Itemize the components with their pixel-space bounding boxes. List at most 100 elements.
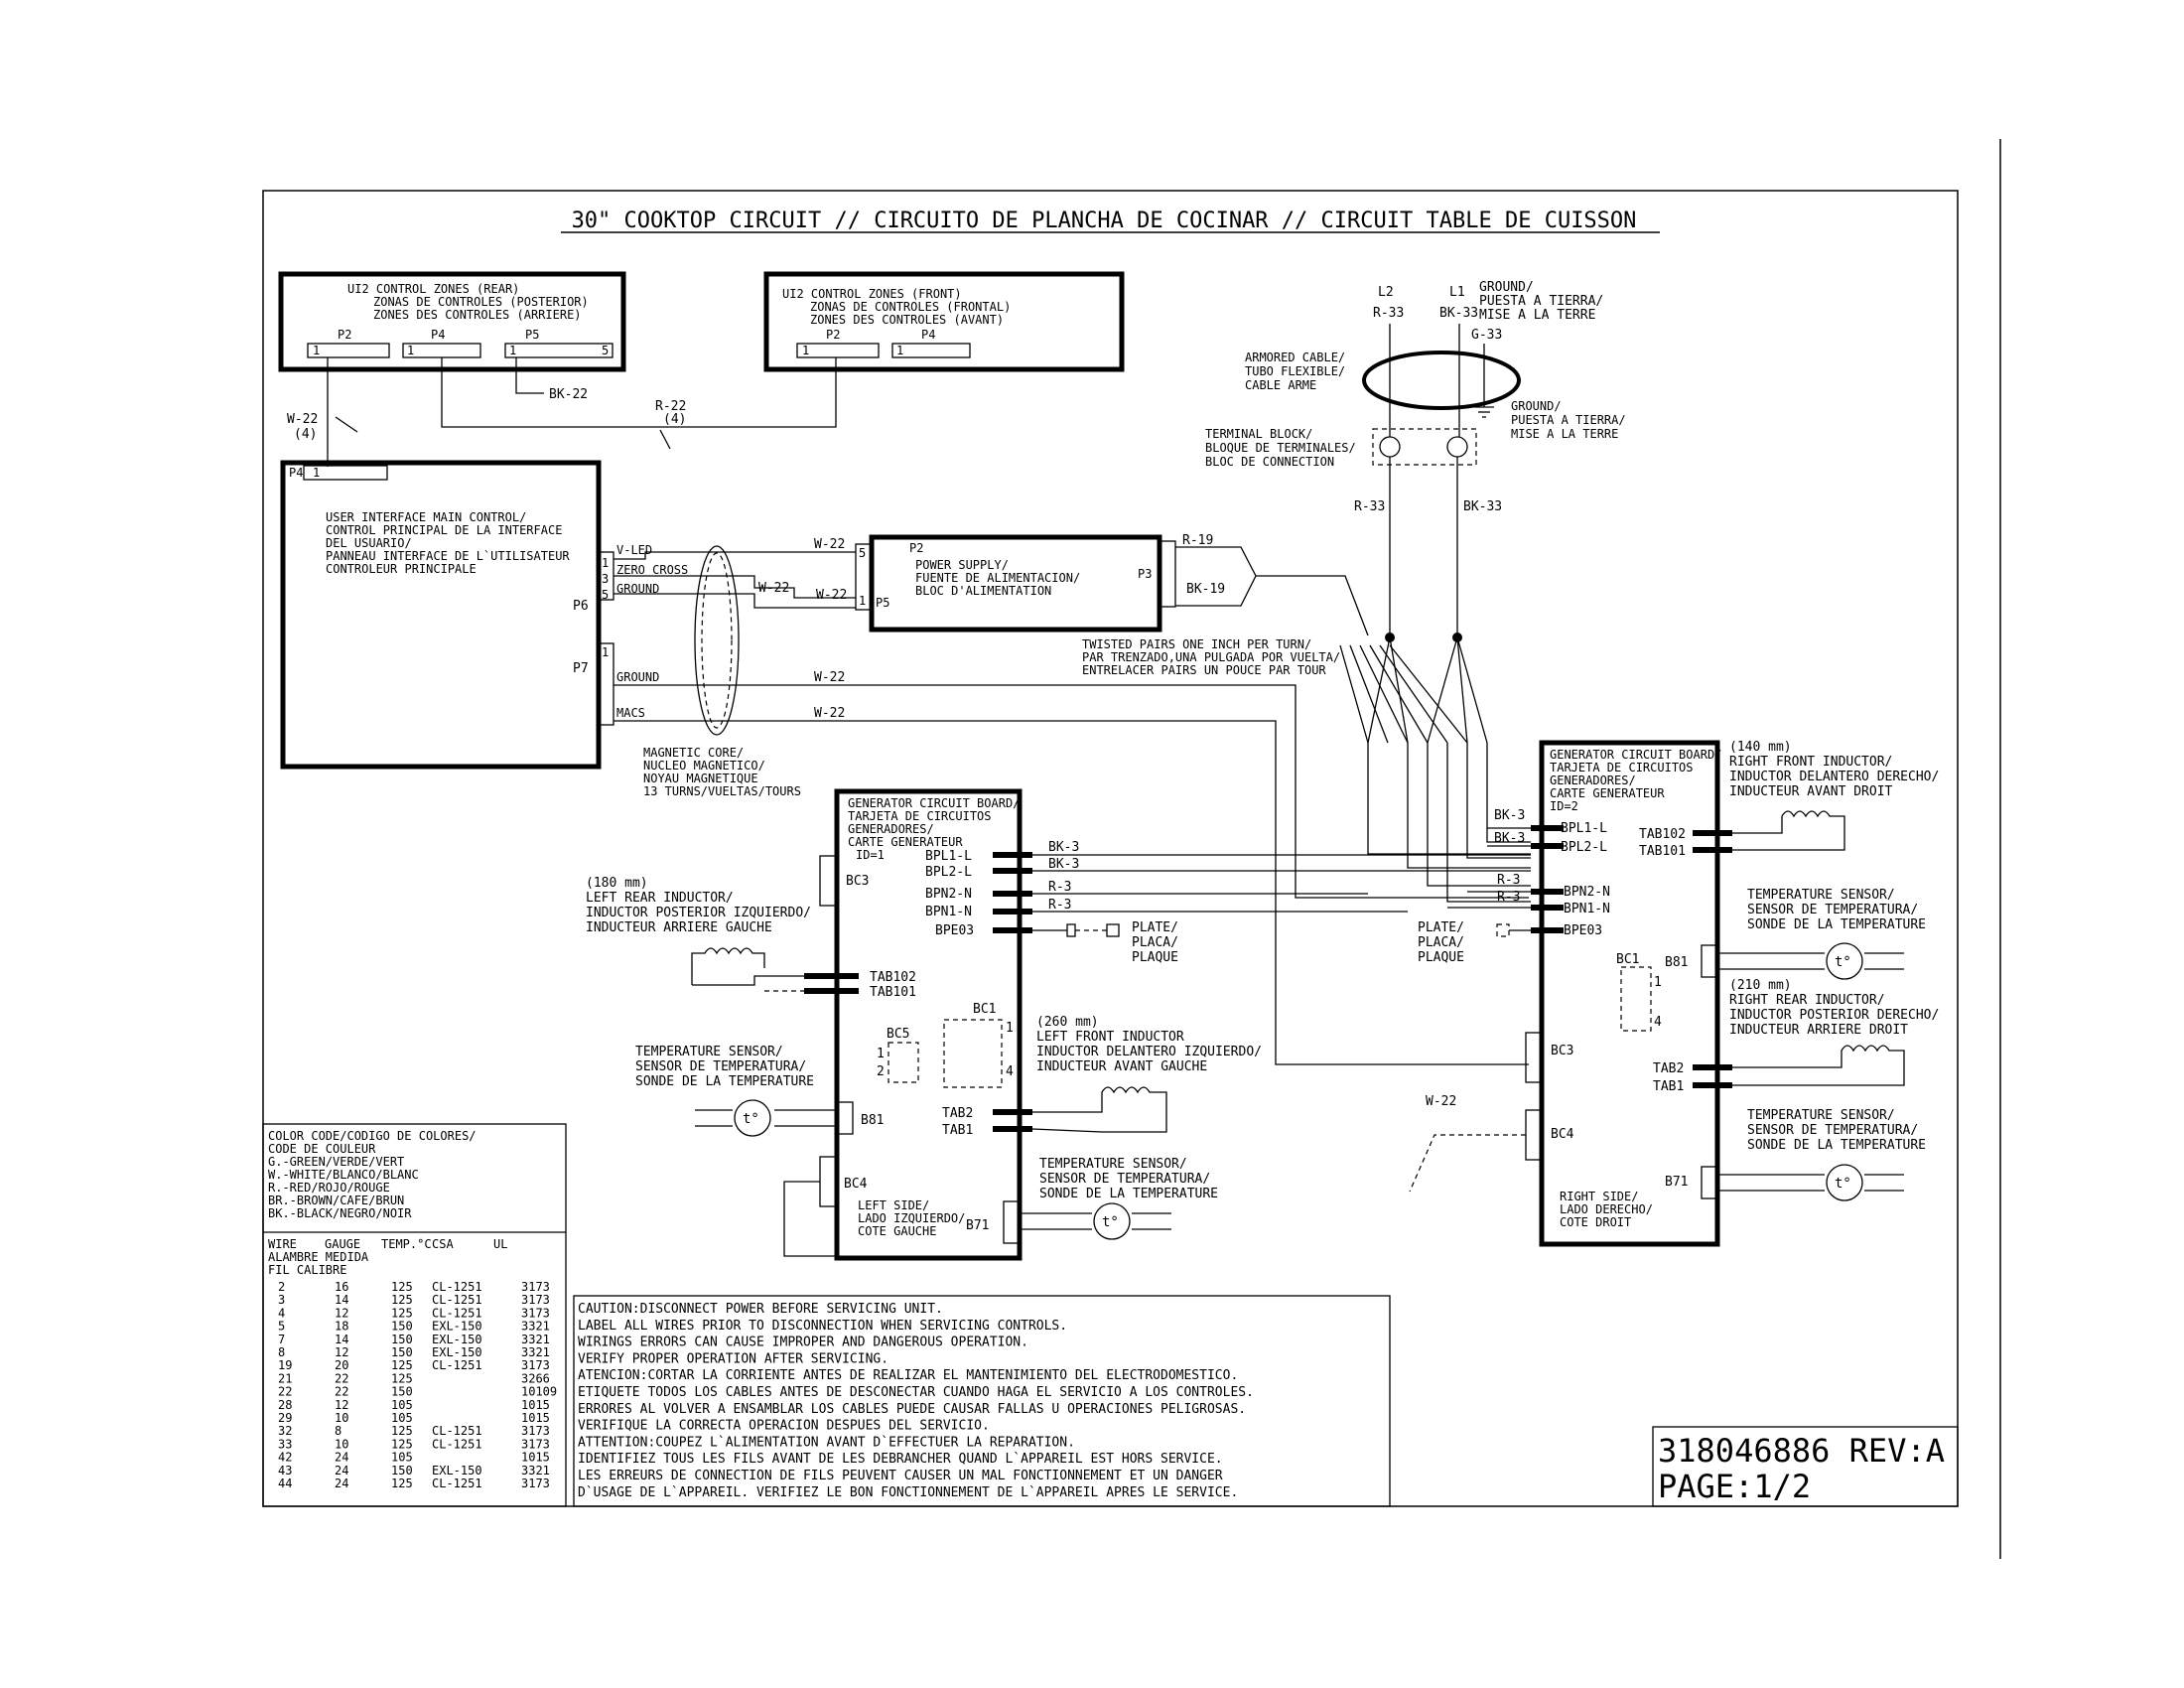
wire-table-cell: 7 xyxy=(278,1333,285,1346)
lb-bc1-connector xyxy=(943,1019,1003,1088)
wire-table-cell: 22 xyxy=(335,1385,348,1399)
wire-table-cell: 3321 xyxy=(521,1345,550,1359)
wire-table-cell: 16 xyxy=(335,1280,348,1294)
armored-line-2: TUBO FLEXIBLE/ xyxy=(1245,364,1345,378)
ui-front-p2: P2 xyxy=(826,328,840,342)
rts1-line-1: TEMPERATURE SENSOR/ xyxy=(1747,888,1895,903)
wire-table-cell: CL-1251 xyxy=(432,1280,482,1294)
r33-mid: R-33 xyxy=(1354,499,1385,514)
ui-rear-p5-pin-1: 1 xyxy=(509,344,516,357)
rb-header-4: CARTE GENERATEUR xyxy=(1550,786,1665,800)
main-control: P4 1 USER INTERFACE MAIN CONTROL/ CONTRO… xyxy=(280,460,688,770)
rb-bc1: BC1 xyxy=(1616,952,1639,967)
right-generator-board: GENERATOR CIRCUIT BOARD/ TARJETA DE CIRC… xyxy=(1418,740,1732,1247)
ui-front-p4-pin-1: 1 xyxy=(896,344,903,357)
lts1-sensor xyxy=(734,1099,771,1137)
armored-line-3: CABLE ARME xyxy=(1245,378,1316,392)
wire-table-cell: 1015 xyxy=(521,1411,550,1425)
lb-tab102: TAB102 xyxy=(870,970,916,985)
cc-line-1: COLOR CODE/CODIGO DE COLORES/ xyxy=(268,1129,477,1143)
lb-b71-connector xyxy=(1003,1200,1021,1244)
right-board-feed xyxy=(1367,743,1531,903)
lb-r3-b: R-3 xyxy=(1048,898,1071,913)
r22-count: (4) xyxy=(663,412,686,427)
rb-bpn1: BPN1-N xyxy=(1564,902,1610,916)
ps-p5: P5 xyxy=(876,596,889,610)
wire-table-header: UL xyxy=(493,1237,507,1251)
lb-bc4-wire xyxy=(783,1181,837,1257)
rb-b81-connector xyxy=(1701,944,1718,978)
rb-tab102: TAB102 xyxy=(1639,827,1686,842)
lfi-line-2: LEFT FRONT INDUCTOR xyxy=(1036,1030,1184,1045)
main-line-1: USER INTERFACE MAIN CONTROL/ xyxy=(326,510,526,524)
rts1-line-3: SONDE DE LA TEMPERATURE xyxy=(1747,917,1926,932)
lb-header-3: GENERADORES/ xyxy=(848,822,934,836)
w22-left-count: (4) xyxy=(294,427,317,442)
wire-table-cell: 19 xyxy=(278,1358,292,1372)
wire-table-header: WIRE xyxy=(268,1237,297,1251)
part-number-box xyxy=(1652,1426,1959,1507)
wire-table-header: CSA xyxy=(432,1237,454,1251)
wire-table-cell: CL-1251 xyxy=(432,1358,482,1372)
wire-table-cell: 32 xyxy=(278,1424,292,1438)
lfi-line-4: INDUCTEUR AVANT GAUCHE xyxy=(1036,1059,1207,1074)
left-board-box xyxy=(834,788,1023,1261)
wire-table-cell: 3173 xyxy=(521,1358,550,1372)
wire-table-cell: 29 xyxy=(278,1411,292,1425)
wire-table-cell: 125 xyxy=(391,1358,413,1372)
lts1-symbol: t° xyxy=(743,1111,759,1127)
wire-table-cell: 125 xyxy=(391,1437,413,1451)
wire-table-cell: EXL-150 xyxy=(432,1333,482,1346)
main-p6-pin-1: 1 xyxy=(602,556,609,570)
ps-p3: P3 xyxy=(1138,567,1152,581)
ui-rear-p5-pin-5: 5 xyxy=(602,344,609,357)
lb-bc4-connector xyxy=(819,1156,838,1207)
ps-line-2: FUENTE DE ALIMENTACION/ xyxy=(915,571,1080,585)
caution-line: VERIFY PROPER OPERATION AFTER SERVICING. xyxy=(578,1351,888,1366)
wire-table-cell: 8 xyxy=(335,1424,341,1438)
wire-table-cell: EXL-150 xyxy=(432,1464,482,1477)
wire-table-cell: 33 xyxy=(278,1437,292,1451)
rb-header-2: TARJETA DE CIRCUITOS xyxy=(1550,761,1694,774)
ui-rear-p2-connector xyxy=(307,343,390,358)
lts2-line-2: SENSOR DE TEMPERATURA/ xyxy=(1039,1172,1210,1187)
ui-rear-pin-1: 1 xyxy=(313,344,320,357)
ground-top-3: MISE A LA TERRE xyxy=(1479,308,1595,323)
twisted-line-3: ENTRELACER PAIRS UN POUCE PAR TOUR xyxy=(1082,663,1326,677)
rb-r3-a: R-3 xyxy=(1497,873,1520,888)
r22-tick xyxy=(659,429,671,450)
rfi-line-4: INDUCTEUR AVANT DROIT xyxy=(1729,784,1893,799)
rfi-coil xyxy=(1732,810,1845,851)
w22-label-c: W-22 xyxy=(816,588,847,603)
page-number: PAGE:1/2 xyxy=(1658,1468,1811,1505)
lb-bc1-pin-1: 1 xyxy=(1006,1021,1014,1036)
lb-r3-wires xyxy=(1032,893,1408,913)
main-control-box xyxy=(280,460,602,770)
rb-b71: B71 xyxy=(1665,1175,1688,1190)
ui-rear-line-2: ZONAS DE CONTROLES (POSTERIOR) xyxy=(373,295,589,309)
rb-plate-line-2: PLACA/ xyxy=(1418,935,1464,950)
main-line-5: CONTROLEUR PRINCIPALE xyxy=(326,562,477,576)
lb-bpl1: BPL1-L xyxy=(925,849,972,864)
wire-table-cell: 125 xyxy=(391,1306,413,1320)
lts2-sensor xyxy=(1093,1202,1131,1240)
ground-top-2: PUESTA A TIERRA/ xyxy=(1479,294,1603,309)
wire-table-cell: 3321 xyxy=(521,1333,550,1346)
wire-table-cell: 125 xyxy=(391,1477,413,1490)
ui-front-line-1: UI2 CONTROL ZONES (FRONT) xyxy=(782,287,962,301)
wire-table-cell: 24 xyxy=(335,1464,348,1477)
rb-bc1-pin-1: 1 xyxy=(1654,975,1662,990)
rb-input-wires xyxy=(1447,827,1531,909)
caution-line: D`USAGE DE L`APPAREIL. VERIFIEZ LE BON F… xyxy=(578,1485,1238,1500)
rb-bpn2: BPN2-N xyxy=(1564,885,1610,900)
rb-tab2: TAB2 xyxy=(1653,1061,1684,1076)
wire-table-cell: 105 xyxy=(391,1411,413,1425)
lfi-coil xyxy=(1031,1086,1167,1133)
rb-tab1: TAB1 xyxy=(1653,1079,1684,1094)
lb-bc5: BC5 xyxy=(887,1027,909,1042)
lb-tab101: TAB101 xyxy=(870,985,916,1000)
lb-bc1: BC1 xyxy=(973,1002,996,1017)
lb-bc5-pin-2: 2 xyxy=(877,1064,885,1079)
